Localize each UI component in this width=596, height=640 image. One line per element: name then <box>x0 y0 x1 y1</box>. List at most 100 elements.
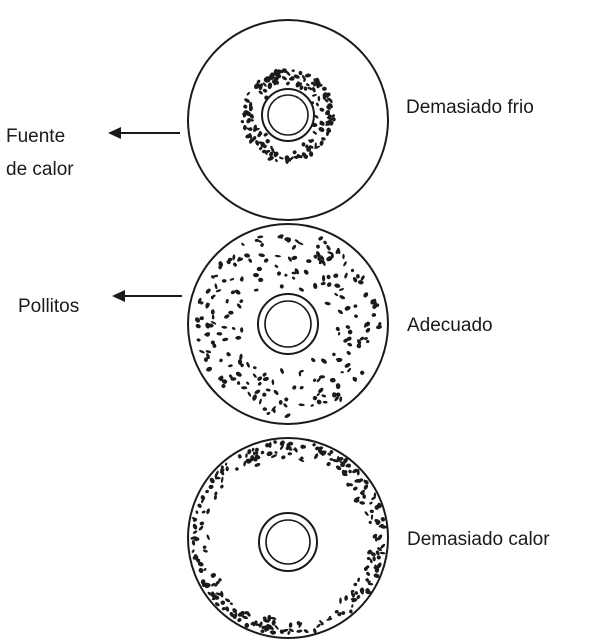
chick-dot <box>196 338 201 342</box>
chick-dot <box>319 107 325 112</box>
chick-dot <box>340 462 345 468</box>
chick-dot <box>283 403 288 408</box>
chick-dot <box>321 394 327 398</box>
chick-dot <box>220 590 224 598</box>
chick-dot <box>272 407 276 414</box>
chick-dot <box>334 292 339 297</box>
chick-dot <box>263 258 269 263</box>
chick-dot <box>314 145 321 149</box>
chick-dot <box>316 399 322 405</box>
chick-dot <box>378 322 382 326</box>
chick-dot <box>199 316 204 321</box>
chick-dot <box>270 616 277 620</box>
chick-dot <box>299 385 304 390</box>
chick-dot <box>365 588 370 593</box>
chick-dot <box>191 549 195 553</box>
too-cold-label: Demasiado frio <box>406 97 534 118</box>
chick-dot <box>365 321 371 327</box>
chick-dot <box>270 630 276 635</box>
chick-dot <box>303 629 309 634</box>
chick-dot <box>250 621 255 626</box>
brooder-ring <box>187 19 389 221</box>
chick-dot <box>254 462 261 467</box>
chick-dot <box>205 302 209 308</box>
chick-dot <box>206 508 210 515</box>
chick-dot <box>367 580 371 584</box>
chick-dot <box>208 484 214 490</box>
chick-dot <box>310 404 314 407</box>
chick-dot <box>254 447 259 452</box>
chick-dot <box>200 301 204 305</box>
chick-dot <box>275 158 278 163</box>
chick-dot <box>316 377 321 383</box>
chick-dot <box>314 453 319 460</box>
chick-dot <box>376 325 382 330</box>
chick-dot <box>326 618 333 621</box>
chick-dot <box>327 452 332 456</box>
chick-dot <box>215 596 220 600</box>
chick-dot <box>195 510 199 514</box>
chick-dot <box>360 587 365 593</box>
chick-dot <box>367 582 373 586</box>
chick-dot <box>237 617 242 623</box>
chick-dot <box>321 137 326 141</box>
chick-dot <box>296 629 303 633</box>
chick-dot <box>359 501 366 505</box>
chick-dot <box>228 310 234 315</box>
heat-source-label-line1: Fuente <box>6 126 65 147</box>
chick-dot <box>279 234 283 239</box>
chick-dot <box>368 520 372 525</box>
chick-dot <box>288 628 294 632</box>
chick-dot <box>308 139 312 144</box>
chick-dot <box>222 379 228 384</box>
chick-dot <box>255 84 260 89</box>
chick-dot <box>377 547 382 552</box>
chick-dot <box>307 86 313 91</box>
chick-dot <box>284 273 288 277</box>
chick-dot <box>280 368 284 374</box>
chick-dot <box>249 138 255 143</box>
chick-dot <box>298 458 305 463</box>
chick-dot <box>261 149 267 154</box>
chick-dot <box>303 269 309 275</box>
chick-dot <box>327 103 333 109</box>
chick-dot <box>246 612 251 617</box>
chick-dot <box>231 327 236 330</box>
chick-dot <box>253 127 260 131</box>
chick-dot <box>242 125 247 131</box>
chick-dot <box>226 352 231 357</box>
chick-dot <box>346 350 351 356</box>
chick-dot <box>195 323 201 329</box>
chick-dot <box>324 123 332 126</box>
chick-dot <box>244 98 251 103</box>
chick-dot <box>324 98 329 103</box>
chick-dot <box>247 391 252 397</box>
chick-dot <box>197 503 202 508</box>
chick-dot <box>339 295 346 300</box>
chick-dot <box>281 628 289 633</box>
chick-dot <box>199 521 205 526</box>
chick-dot <box>375 550 380 556</box>
chick-dot <box>224 598 231 603</box>
chick-dot <box>259 146 263 151</box>
chick-dot <box>290 76 295 81</box>
chick-dot <box>260 629 265 634</box>
chick-dot <box>246 91 250 96</box>
brooder-ring <box>187 223 389 425</box>
chick-dot <box>265 138 270 144</box>
chick-dot <box>265 624 271 629</box>
chick-dot <box>221 325 228 329</box>
chick-dot <box>245 134 252 139</box>
chick-dot <box>344 362 351 368</box>
chick-dot <box>339 597 342 604</box>
too-hot-label: Demasiado calor <box>407 529 550 550</box>
chick-dot <box>240 610 245 616</box>
chick-dot <box>369 501 373 505</box>
chick-dot <box>210 321 217 325</box>
chick-dot <box>303 78 306 82</box>
chick-dot <box>220 465 224 469</box>
chick-dot <box>206 366 213 372</box>
chick-dot <box>356 274 360 279</box>
brooder-too-hot <box>187 437 389 639</box>
chick-dot <box>378 523 384 528</box>
